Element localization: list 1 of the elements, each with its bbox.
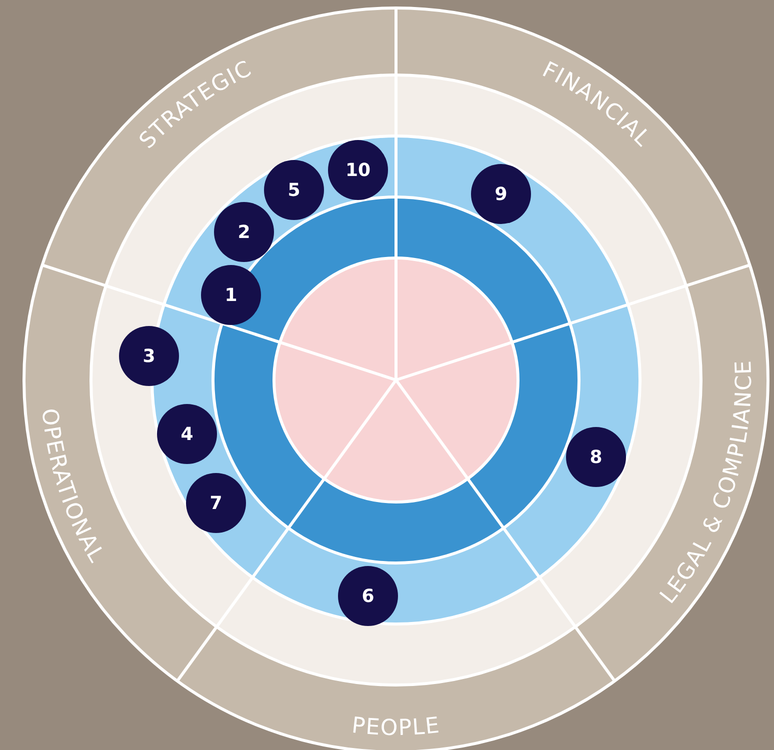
sector-label: PEOPLE [350, 713, 442, 742]
